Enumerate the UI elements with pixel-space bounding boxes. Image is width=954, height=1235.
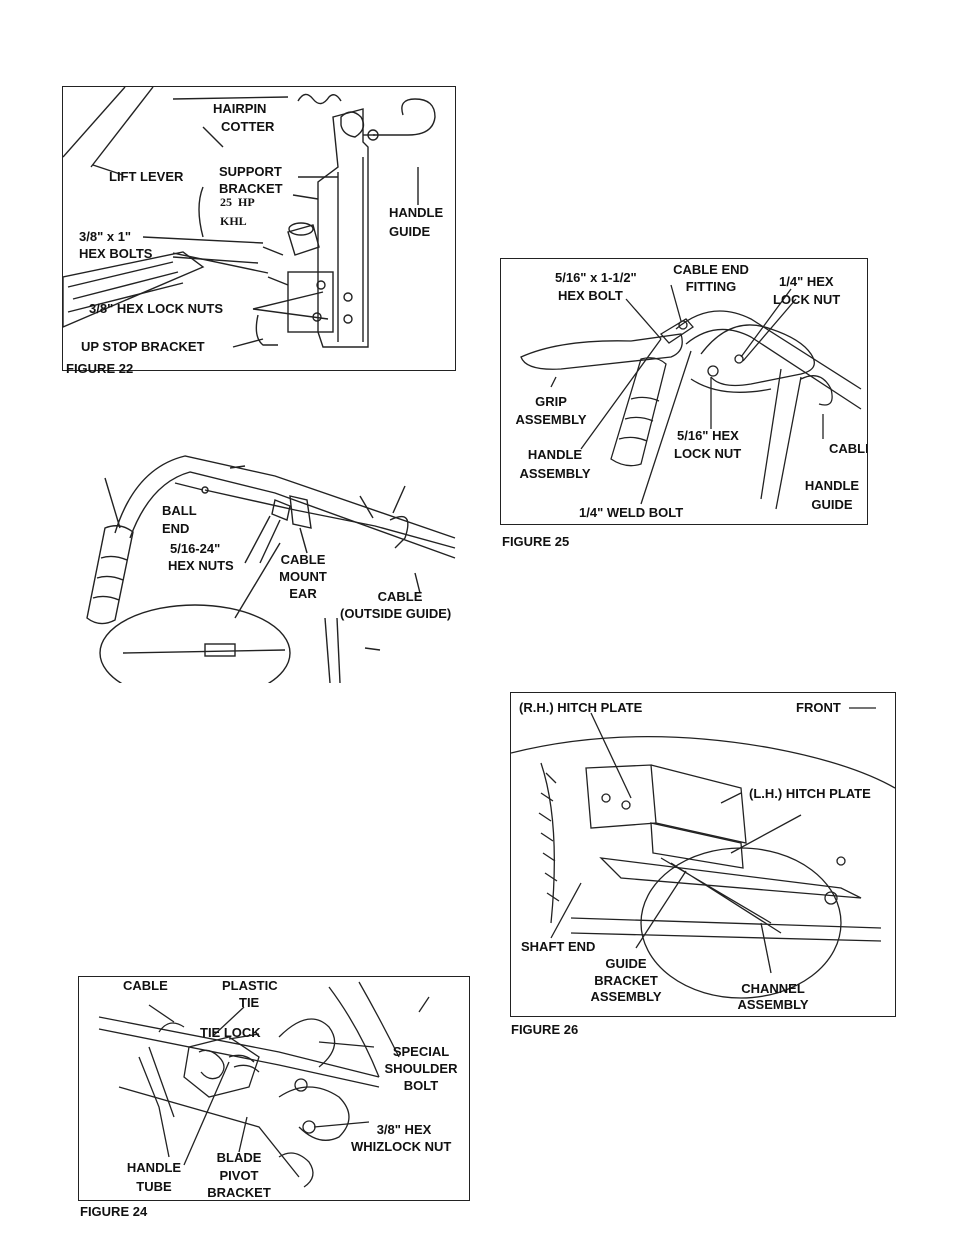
fig24-tie-lock-label: TIE LOCK xyxy=(200,1025,261,1040)
fig23-ball-label: BALL xyxy=(162,503,197,518)
fig26-shaft-end-label: SHAFT END xyxy=(521,939,596,954)
fig24-shoulder-label: SHOULDER xyxy=(384,1061,458,1076)
fig26-channel-assembly-label: ASSEMBLY xyxy=(737,997,809,1012)
figure-23-illustration xyxy=(86,455,456,683)
fig24-blade-label: BLADE xyxy=(216,1150,262,1165)
fig24-special-label: SPECIAL xyxy=(392,1044,450,1059)
fig25-lock-nut-label: LOCK NUT xyxy=(773,292,841,307)
figure-26-caption: FIGURE 26 xyxy=(511,1022,579,1037)
fig26-lh-hitch-label: (L.H.) HITCH PLATE xyxy=(749,786,871,801)
figure-24-frame: CABLE PLASTIC TIE TIE LOCK SPECIAL SHOUL… xyxy=(78,976,470,1201)
fig24-tie-label: TIE xyxy=(239,995,260,1010)
fig24-handle-label: HANDLE xyxy=(126,1160,182,1175)
fig25-handle-label: HANDLE xyxy=(527,447,583,462)
fig24-pivot-label: PIVOT xyxy=(219,1168,259,1183)
fig22-hairpin-label: HAIRPIN xyxy=(213,101,267,116)
fig23-hex-nuts-label: HEX NUTS xyxy=(168,558,234,573)
fig24-hex-nut-label: 3/8" HEX xyxy=(376,1122,432,1137)
figure-26-frame: (R.H.) HITCH PLATE FRONT (L.H.) HITCH PL… xyxy=(510,692,896,1017)
fig24-plastic-label: PLASTIC xyxy=(222,978,278,993)
fig25-guide-label: GUIDE xyxy=(811,497,853,512)
fig26-bracket-label: BRACKET xyxy=(594,973,658,988)
fig23-outside-guide-label: (OUTSIDE GUIDE) xyxy=(340,606,452,621)
figure-24-illustration xyxy=(98,981,430,1188)
fig23-nut-size-label: 5/16-24" xyxy=(170,541,221,556)
fig26-assembly-label: ASSEMBLY xyxy=(590,989,662,1004)
fig24-bracket-label: BRACKET xyxy=(207,1185,271,1200)
fig26-channel-label: CHANNEL xyxy=(741,981,805,996)
fig25-grip-label: GRIP xyxy=(535,394,567,409)
fig25-hex-bolt-label: HEX BOLT xyxy=(558,288,623,303)
figure-22-frame: HAIRPIN COTTER LIFT LEVER SUPPORT BRACKE… xyxy=(62,86,456,371)
fig25-weld-bolt-label: 1/4" WELD BOLT xyxy=(579,505,684,520)
fig24-whizlock-label: WHIZLOCK NUT xyxy=(351,1139,452,1154)
figure-25-caption: FIGURE 25 xyxy=(502,534,570,549)
fig25-quarter-hex-label: 1/4" HEX xyxy=(779,274,834,289)
fig23-end-label: END xyxy=(162,521,190,536)
fig23-ear-label: EAR xyxy=(289,586,317,601)
fig22-bracket-label: BRACKET xyxy=(219,181,283,196)
fig26-rh-hitch-label: (R.H.) HITCH PLATE xyxy=(519,700,643,715)
fig23-mount-label: MOUNT xyxy=(279,569,327,584)
fig25-handle-assembly-label: ASSEMBLY xyxy=(519,466,591,481)
fig22-engine-brand-label: KHL xyxy=(220,214,247,228)
fig26-front-label: FRONT xyxy=(796,700,841,715)
fig22-support-label: SUPPORT xyxy=(219,164,282,179)
fig26-guide-label: GUIDE xyxy=(605,956,647,971)
figure-25-illustration xyxy=(520,284,862,510)
fig25-bolt-size-label: 5/16" x 1-1/2" xyxy=(555,270,637,285)
fig25-grip-assembly-label: ASSEMBLY xyxy=(515,412,587,427)
fig22-hex-bolts-label: HEX BOLTS xyxy=(79,246,153,261)
figure-24-caption: FIGURE 24 xyxy=(80,1204,148,1219)
fig22-guide-label: GUIDE xyxy=(389,224,431,239)
fig25-handle2-label: HANDLE xyxy=(804,478,860,493)
figure-25-frame: 5/16" x 1-1/2" HEX BOLT CABLE END FITTIN… xyxy=(500,258,868,525)
fig22-lock-nuts-label: 3/8" HEX LOCK NUTS xyxy=(89,301,224,316)
fig23-cable2-label: CABLE xyxy=(377,589,423,604)
figure-23-illustration-area: BALL END 5/16-24" HEX NUTS CABLE MOUNT E… xyxy=(75,448,460,683)
fig25-cable-end-label: CABLE END xyxy=(673,262,749,277)
fig22-handle-label: HANDLE xyxy=(389,205,444,220)
fig24-tube-label: TUBE xyxy=(136,1179,172,1194)
fig24-cable-label: CABLE xyxy=(123,978,168,993)
fig22-up-stop-label: UP STOP BRACKET xyxy=(81,339,205,354)
fig25-fitting-label: FITTING xyxy=(685,279,737,294)
figure-26-illustration xyxy=(511,707,895,999)
fig25-lock-nut2-label: LOCK NUT xyxy=(674,446,742,461)
figure-22-caption: FIGURE 22 xyxy=(66,361,134,376)
fig25-cable-label: CABLE xyxy=(829,441,867,456)
figure-22-illustration xyxy=(63,87,436,348)
fig25-five16-hex-label: 5/16" HEX xyxy=(677,428,739,443)
fig23-cable-label: CABLE xyxy=(280,552,326,567)
fig22-lift-lever-label: LIFT LEVER xyxy=(109,169,184,184)
fig22-engine-hp-label: 25 HP xyxy=(220,195,255,209)
fig24-bolt-label: BOLT xyxy=(403,1078,439,1093)
fig22-bolt-size-label: 3/8" x 1" xyxy=(79,229,132,244)
fig22-cotter-label: COTTER xyxy=(221,119,275,134)
